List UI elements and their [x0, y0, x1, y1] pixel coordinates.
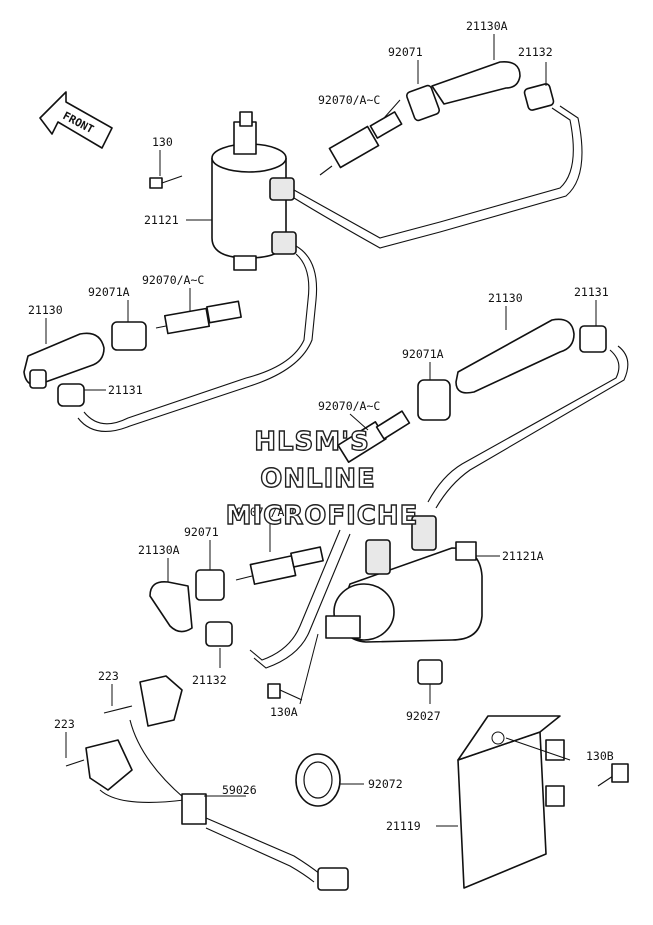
label-92071-top: 92071 [388, 45, 423, 59]
watermark-line-1: HLSM'S [254, 427, 370, 457]
label-21132-low: 21132 [192, 673, 227, 687]
label-21119: 21119 [386, 819, 421, 833]
cap-92071a-left [111, 321, 147, 351]
plug-cap-21130-right [455, 318, 575, 394]
label-223-a: 223 [98, 669, 119, 683]
watermark-line-3: MICROFICHE [226, 501, 419, 531]
plug-cap-21130-left [23, 332, 105, 389]
spark-plug-low [235, 546, 324, 585]
front-arrow-icon: FRONT [39, 91, 113, 149]
sleeve-21132-low [205, 621, 233, 647]
bolt-130a [267, 633, 319, 705]
pickup-coil-upper [103, 675, 183, 727]
label-21130a-top: 21130A [466, 19, 508, 33]
plug-cap-21130a-top [431, 60, 521, 105]
label-21121: 21121 [144, 213, 179, 227]
wiring-harness [99, 719, 349, 891]
igniter-box-21119 [457, 715, 565, 889]
sleeve-21131-left [57, 383, 85, 407]
label-59026: 59026 [222, 783, 257, 797]
label-21132-top: 21132 [518, 45, 553, 59]
label-92071a-right: 92071A [402, 347, 444, 361]
label-223-b: 223 [54, 717, 75, 731]
label-21130-right: 21130 [488, 291, 523, 305]
spark-plug-mid [337, 410, 411, 463]
label-130a: 130A [270, 705, 298, 719]
leader-lines [45, 34, 597, 827]
part-number-labels: 21130A 92071 21132 92070/A~C 130 21121 9… [28, 19, 614, 833]
plug-cap-21130a-low [149, 580, 193, 633]
label-130: 130 [152, 135, 173, 149]
sleeve-21131-right [579, 325, 607, 353]
label-92070-top: 92070/A~C [318, 93, 380, 107]
ht-lead-right [427, 345, 629, 509]
ignition-coil-lower [325, 515, 483, 643]
label-21131-left: 21131 [108, 383, 143, 397]
collar-92027 [417, 659, 443, 685]
label-21130-left: 21130 [28, 303, 63, 317]
label-21121a: 21121A [502, 549, 544, 563]
bolt-130b [597, 763, 629, 787]
label-21131-right: 21131 [574, 285, 609, 299]
label-92071a-left: 92071A [88, 285, 130, 299]
label-130b: 130B [586, 749, 614, 763]
label-92071-low: 92071 [184, 525, 219, 539]
label-92070-mid: 92070/A~C [318, 399, 380, 413]
sleeve-21132-top [523, 83, 555, 111]
label-92027: 92027 [406, 709, 441, 723]
cap-92071-low [195, 569, 225, 601]
label-92070-low: 92070/A~C [236, 505, 298, 519]
ignition-coil-upper [149, 111, 297, 271]
spark-plug-left [155, 300, 242, 335]
ht-lead-upper [77, 105, 583, 432]
pickup-coil-lower [65, 739, 133, 791]
cap-92071-top [405, 84, 441, 122]
spark-plug-top [319, 111, 403, 176]
watermark: HLSM'S ONLINE MICROFICHE [225, 426, 419, 531]
label-92072: 92072 [368, 777, 403, 791]
label-21130a-low: 21130A [138, 543, 180, 557]
clamp-92072 [295, 753, 341, 807]
watermark-line-2: ONLINE [260, 464, 376, 494]
cap-92071a-right [417, 379, 451, 421]
ht-lead-low [249, 529, 351, 669]
label-92070-left: 92070/A~C [142, 273, 204, 287]
